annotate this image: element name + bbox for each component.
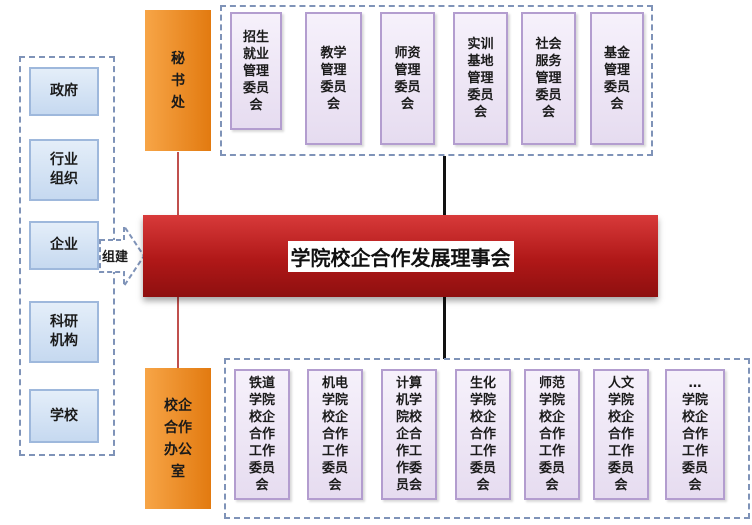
party-research: 科研 机构 [29,301,99,363]
committee-training-base: 实训 基地 管理 委员 会 [453,12,508,145]
work-committee-normal: 师范 学院 校企 合作 工作 委员 会 [524,369,580,500]
build-label: 组建 [102,250,129,265]
office-connector [177,297,179,369]
party-government: 政府 [29,67,99,116]
secretariat-box: 秘 书 处 [145,10,211,151]
committee-enrollment: 招生 就业 管理 委员 会 [230,12,282,130]
build-arrow [99,222,146,290]
work-committee-computing: 计算 机学 院校 企合 作工 作委 员会 [381,369,437,500]
work-committee-humanities: 人文 学院 校企 合作 工作 委员 会 [593,369,649,500]
party-enterprise: 企业 [29,221,99,270]
council-banner: 学院校企合作发展理事会 [143,215,658,297]
council-title: 学院校企合作发展理事会 [287,240,514,272]
work-committee-biochem: 生化 学院 校企 合作 工作 委员 会 [455,369,511,500]
work-committees-group [224,358,750,519]
committee-fund: 基金 管理 委员 会 [590,12,644,145]
party-school: 学校 [29,389,99,443]
committee-social-service: 社会 服务 管理 委员 会 [521,12,576,145]
committee-teaching: 教学 管理 委员 会 [305,12,362,145]
coop-office-box: 校企 合作 办公 室 [145,368,211,509]
work-committee-other: … 学院 校企 合作 工作 委员 会 [665,369,725,500]
committees-connector [443,156,446,216]
work-committee-mechatronics: 机电 学院 校企 合作 工作 委员 会 [307,369,363,500]
secretariat-connector [177,152,179,216]
party-industry-org: 行业 组织 [29,139,99,201]
committees-group [220,5,653,156]
committee-faculty: 师资 管理 委员 会 [380,12,435,145]
work-committee-railway: 铁道 学院 校企 合作 工作 委员 会 [234,369,290,500]
work-committees-connector [443,297,446,359]
